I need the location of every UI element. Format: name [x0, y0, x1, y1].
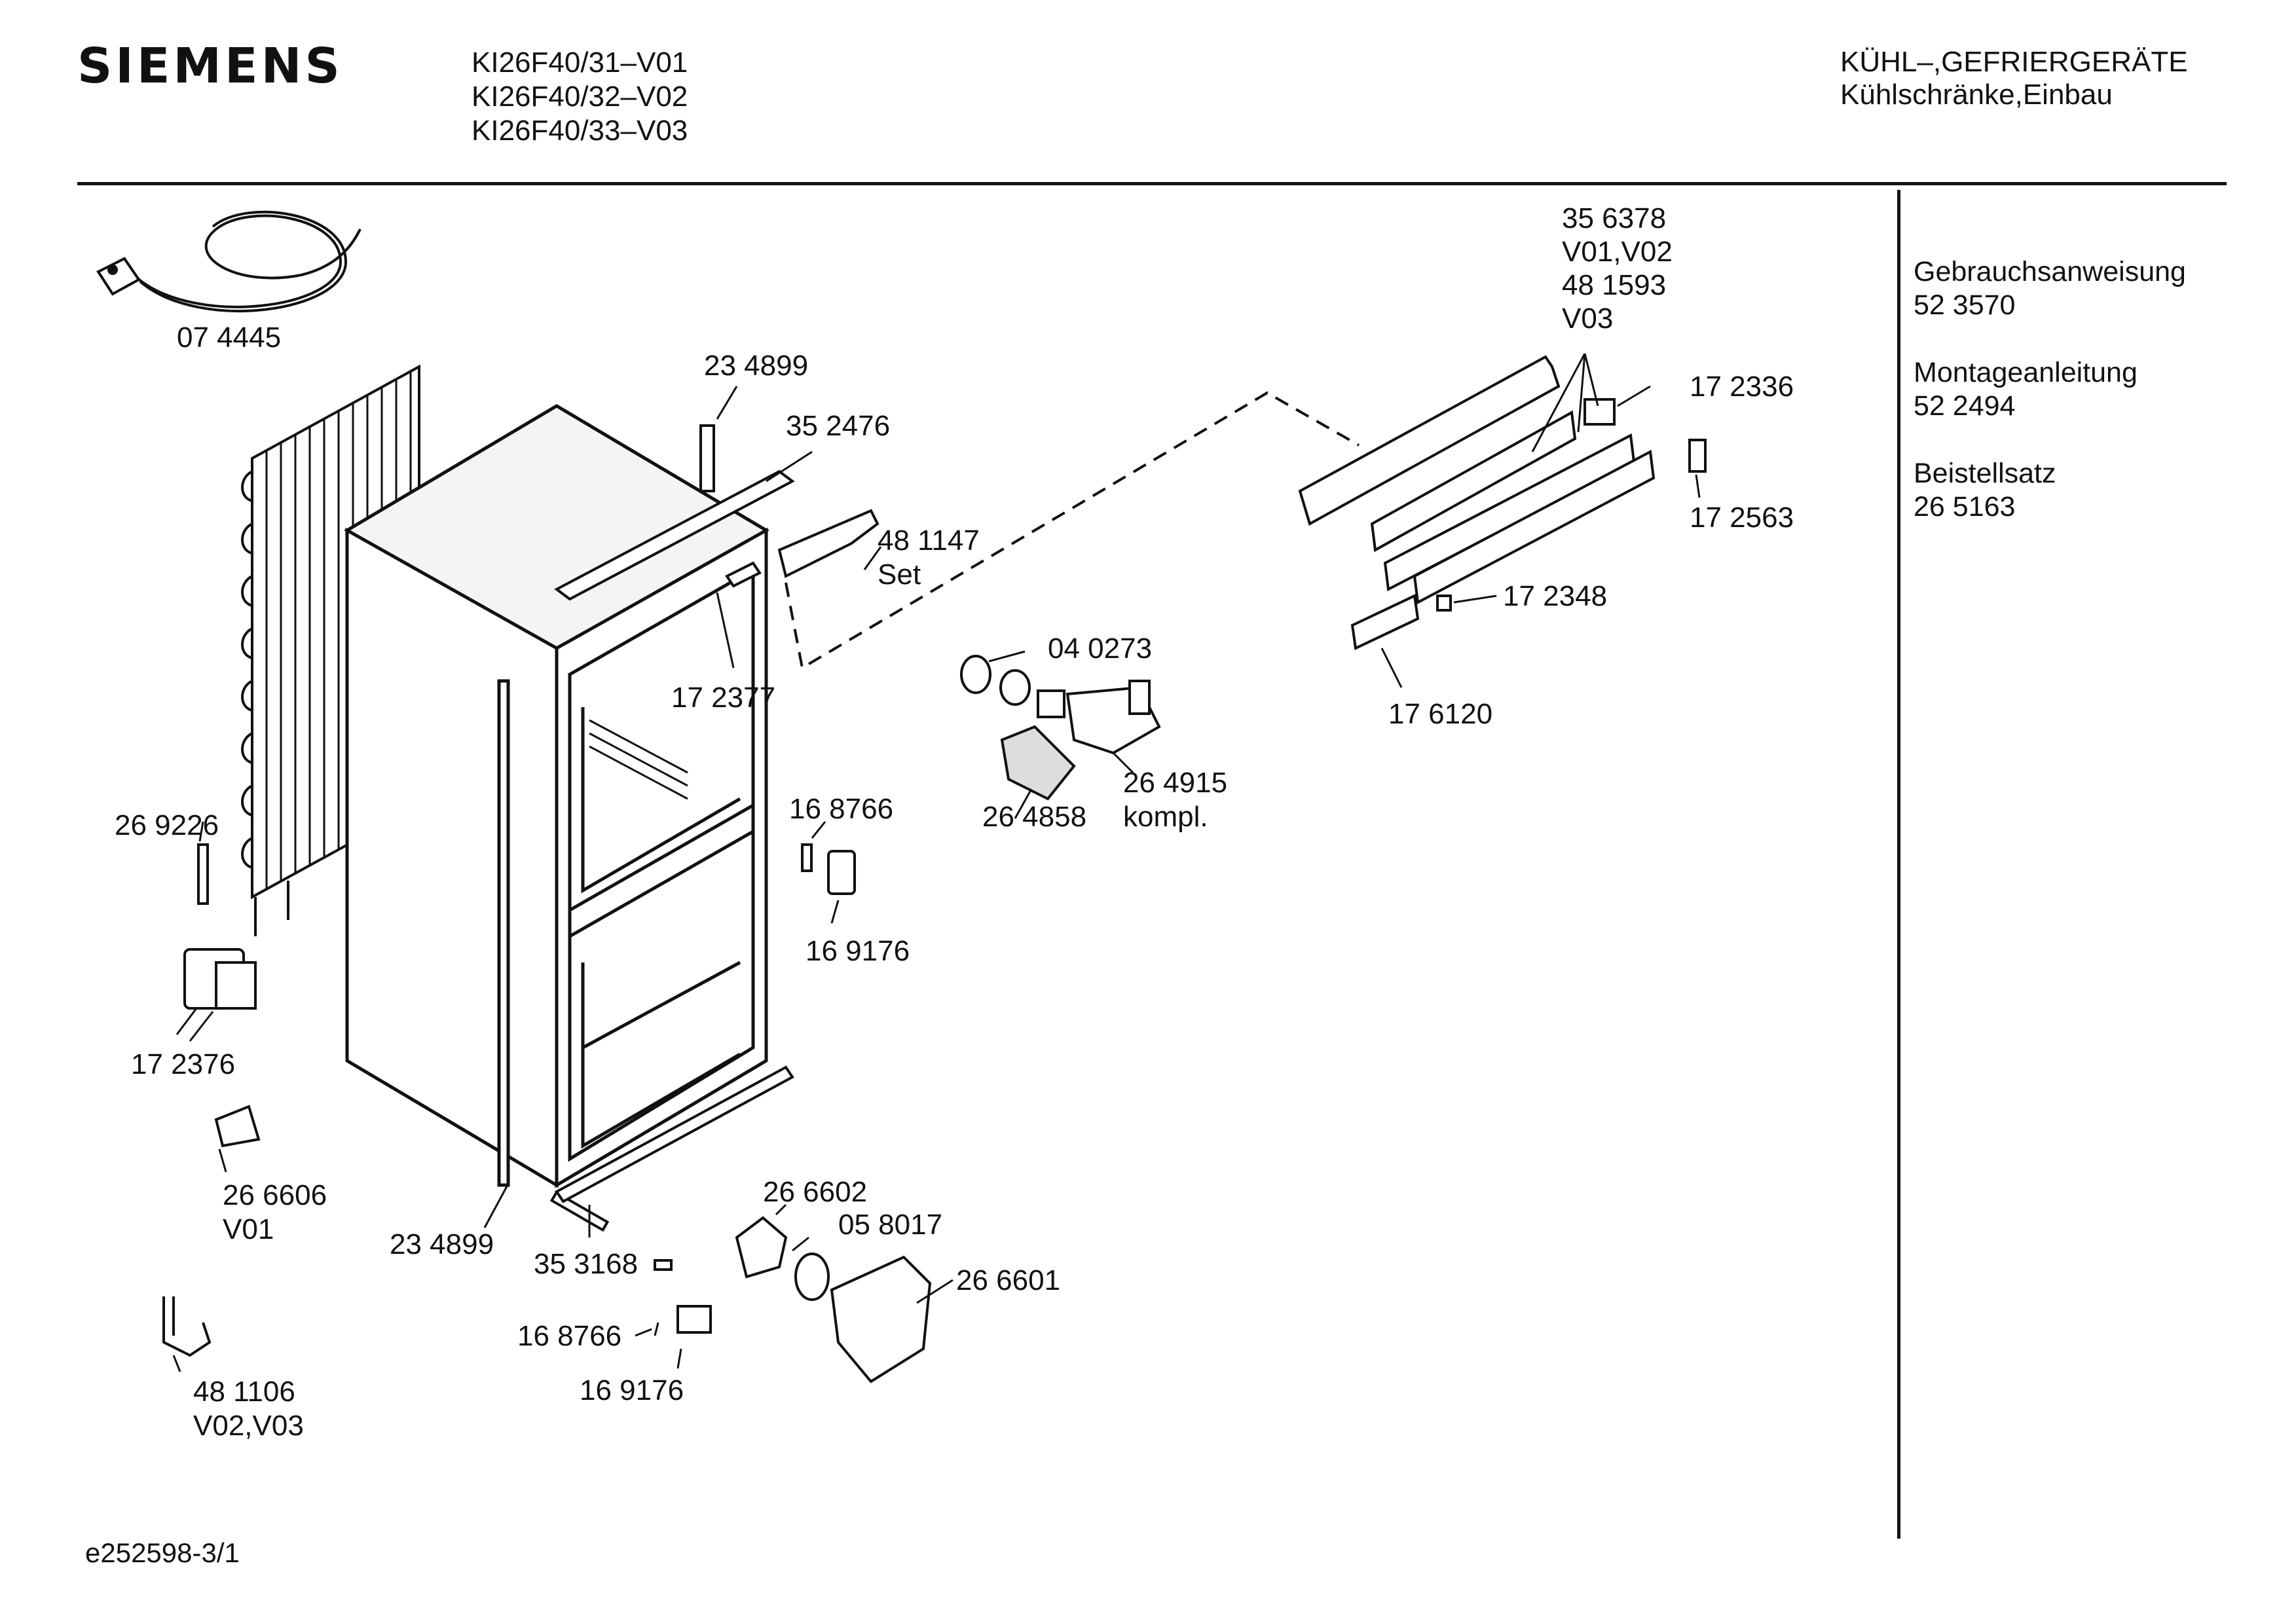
part-label: 17 2348: [1503, 580, 1607, 612]
sidebar-divider: [1897, 190, 1900, 1539]
callout-leader-lines: [172, 353, 1701, 1372]
part-label: 05 8017: [838, 1209, 942, 1241]
header-divider: [77, 182, 2227, 185]
part-label: 16 8766: [789, 793, 893, 825]
part-label: 17 2377: [671, 682, 775, 714]
model-number: KI26F40/32–V02: [472, 81, 688, 113]
document-label: Montageanleitung: [1914, 357, 2138, 388]
drawing-code: e252598-3/1: [85, 1537, 240, 1568]
part-label: 23 4899: [704, 350, 808, 382]
part-label: 16 9176: [580, 1374, 684, 1406]
part-label: 17 2376: [131, 1048, 235, 1080]
document-label: Beistellsatz: [1914, 458, 2056, 489]
part-label: 26 4858: [982, 801, 1086, 833]
document-sidebar: Gebrauchsanweisung 52 3570 Montageanleit…: [1914, 255, 2186, 558]
connection-dashed-line: [785, 391, 1360, 670]
part-label: 26 6601: [956, 1264, 1060, 1296]
cabinet-drawing: [344, 404, 769, 1188]
category-line: KÜHL–,GEFRIERGERÄTE: [1840, 46, 2188, 78]
document-entry: Montageanleitung 52 2494: [1914, 356, 2186, 423]
part-label: 17 6120: [1388, 698, 1492, 730]
model-list: KI26F40/31–V01 KI26F40/32–V02 KI26F40/33…: [472, 46, 688, 148]
power-cord-drawing: [96, 210, 361, 312]
document-entry: Gebrauchsanweisung 52 3570: [1914, 255, 2186, 322]
category-line: Kühlschränke,Einbau: [1840, 79, 2113, 111]
document-label: Gebrauchsanweisung: [1914, 256, 2186, 287]
model-number: KI26F40/33–V03: [472, 115, 688, 147]
part-label: 26 6602: [763, 1176, 867, 1208]
brand-logo: SIEMENS: [77, 38, 343, 94]
control-panel-drawing: [1298, 355, 1707, 650]
document-number: 52 3570: [1914, 289, 2016, 321]
document-number: 26 5163: [1914, 491, 2016, 522]
part-label: 17 2336: [1690, 371, 1794, 403]
lamp-assembly-drawing: [960, 655, 1161, 801]
part-label: 23 4899: [390, 1228, 494, 1260]
part-label: 04 0273: [1048, 632, 1152, 665]
part-label: 35 3168: [534, 1248, 638, 1280]
part-label: 17 2563: [1690, 502, 1794, 534]
top-rail-drawing: [554, 424, 880, 601]
part-label: 16 8766: [517, 1320, 621, 1352]
part-label: 26 9226: [115, 809, 219, 841]
part-label: 07 4445: [177, 321, 281, 354]
model-number: KI26F40/31–V01: [472, 46, 688, 79]
document-number: 52 2494: [1914, 390, 2016, 422]
small-parts-drawing: [162, 843, 932, 1383]
part-label: 16 9176: [805, 935, 910, 967]
document-entry: Beistellsatz 26 5163: [1914, 457, 2186, 524]
part-label: 35 2476: [786, 410, 890, 442]
appliance-category: KÜHL–,GEFRIERGERÄTE Kühlschränke,Einbau: [1840, 46, 2188, 111]
